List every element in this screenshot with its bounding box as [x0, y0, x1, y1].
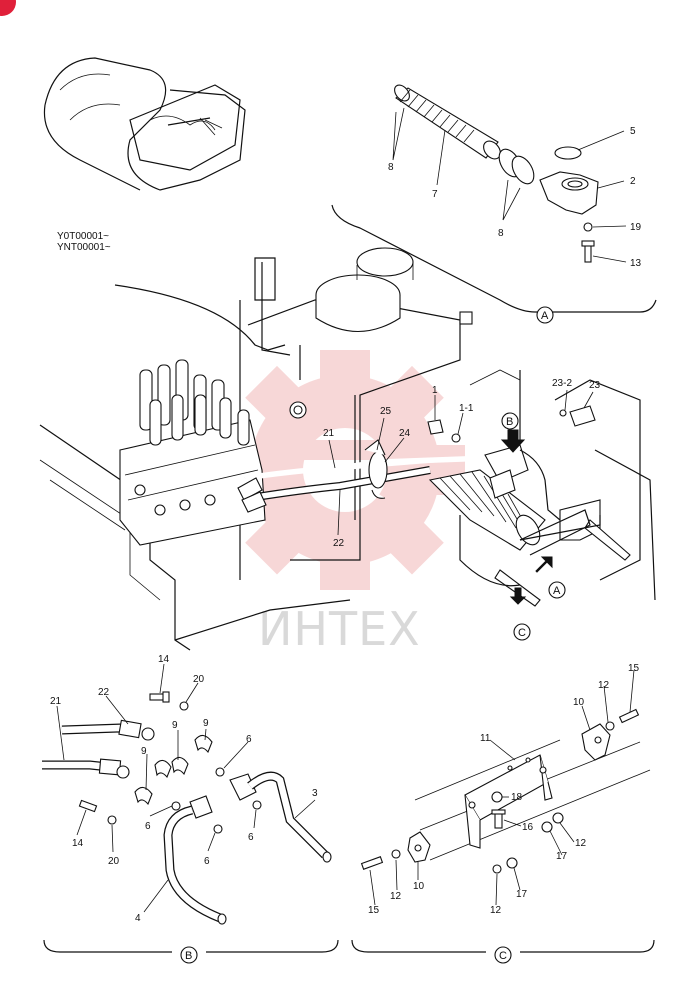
callout-main-25: 25 — [380, 406, 392, 417]
callout-a-13: 13 — [630, 258, 642, 269]
serial-line-2: YNT00001~ — [57, 242, 111, 253]
callout-b-14-top: 14 — [158, 654, 170, 665]
callout-c-17-right: 17 — [556, 851, 568, 862]
serial-line-1: Y0T00001~ — [57, 231, 109, 242]
main-view-c-label: C — [518, 627, 526, 639]
view-b-bracket — [43, 939, 339, 953]
callout-b-6-a: 6 — [246, 734, 252, 745]
callout-c-12-bottom: 12 — [490, 905, 502, 916]
callout-main-22: 22 — [333, 538, 345, 549]
view-a-parts — [392, 84, 627, 263]
main-view-a-label: A — [553, 585, 561, 597]
view-a-bracket — [331, 204, 657, 313]
view-c-parts — [360, 669, 651, 906]
callout-c-15-bottom: 15 — [368, 905, 380, 916]
callout-main-24: 24 — [399, 428, 411, 439]
callout-c-15-top: 15 — [628, 663, 640, 674]
callout-b-3: 3 — [312, 788, 318, 799]
view-b-parts — [42, 663, 332, 925]
callout-a-19: 19 — [630, 222, 642, 233]
view-c-label: C — [499, 950, 507, 962]
control-valve — [119, 359, 266, 546]
main-assembly — [39, 247, 656, 651]
view-a-label: A — [541, 310, 549, 322]
callout-main-23: 23 — [589, 380, 601, 391]
callout-b-9-b: 9 — [203, 718, 209, 729]
callout-b-9-a: 9 — [172, 720, 178, 731]
main-view-b-label: B — [506, 416, 513, 428]
watermark-text: ИНТЕХ — [258, 602, 421, 656]
callout-a-8-bottom: 8 — [498, 228, 504, 239]
callout-c-10-top: 10 — [573, 697, 585, 708]
callout-b-6-b: 6 — [145, 821, 151, 832]
callout-c-10-bottom: 10 — [413, 881, 425, 892]
callout-a-8-top: 8 — [388, 162, 394, 173]
view-c-bracket — [351, 939, 655, 953]
callout-c-12-top: 12 — [598, 680, 610, 691]
callout-b-6-c: 6 — [248, 832, 254, 843]
callout-c-12-bottom-left: 12 — [390, 891, 402, 902]
callout-main-23-2: 23-2 — [552, 378, 572, 389]
callout-b-4: 4 — [135, 913, 141, 924]
callout-c-16: 16 — [522, 822, 534, 833]
callout-a-5: 5 — [630, 126, 636, 137]
callout-b-21: 21 — [50, 696, 62, 707]
callout-b-20-top: 20 — [193, 674, 205, 685]
callout-a-2: 2 — [630, 176, 636, 187]
corner-badge — [0, 0, 16, 16]
callout-c-11: 11 — [480, 733, 491, 744]
callout-b-20-bottom: 20 — [108, 856, 120, 867]
callout-b-22: 22 — [98, 687, 110, 698]
callout-main-1: 1 — [432, 385, 438, 396]
callout-b-9-c: 9 — [141, 746, 147, 757]
callout-c-12-right: 12 — [575, 838, 587, 849]
machine-thumbnail — [43, 57, 246, 191]
callout-a-7: 7 — [432, 189, 438, 200]
view-b-label: B — [185, 950, 192, 962]
callout-b-14-bottom: 14 — [72, 838, 84, 849]
callout-c-18: 18 — [511, 792, 523, 803]
bellows-hose-7 — [394, 84, 501, 160]
callout-c-17-bottom: 17 — [516, 889, 528, 900]
callout-b-6-d: 6 — [204, 856, 210, 867]
callout-main-1-1: 1-1 — [459, 403, 474, 414]
callout-main-21: 21 — [323, 428, 335, 439]
